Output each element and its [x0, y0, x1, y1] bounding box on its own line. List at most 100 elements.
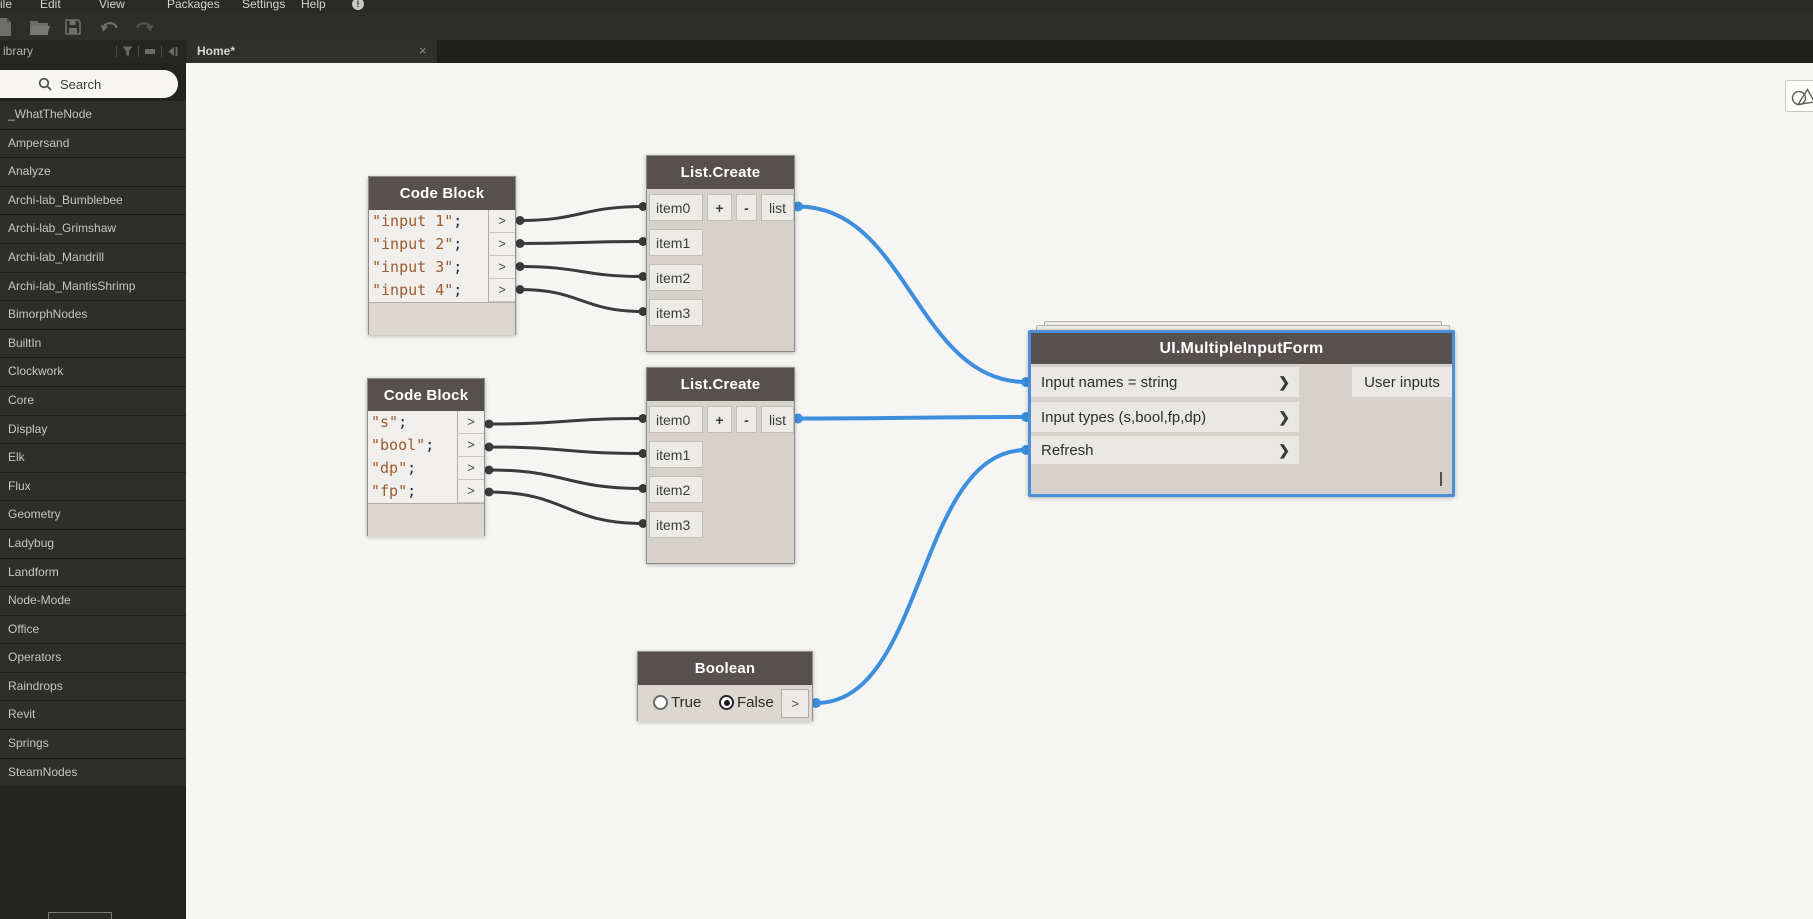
port-dot[interactable] — [638, 414, 648, 423]
code-line[interactable]: "input 4"; — [369, 279, 488, 302]
library-item[interactable]: Archi-lab_MantisShrimp — [0, 272, 186, 302]
library-item[interactable]: Clockwork — [0, 358, 186, 387]
output-port[interactable]: > — [781, 689, 809, 718]
wire[interactable] — [519, 205, 644, 222]
library-item[interactable]: Analyze — [0, 158, 186, 187]
redo-icon[interactable] — [133, 17, 155, 37]
wire[interactable] — [488, 490, 644, 525]
library-item[interactable]: Revit — [0, 701, 186, 731]
node-boolean[interactable]: Boolean True False > — [637, 651, 813, 722]
menu-view[interactable]: View — [99, 0, 125, 11]
library-item[interactable]: Raindrops — [0, 672, 186, 702]
radio-true-label[interactable]: True — [671, 694, 702, 711]
output-port[interactable]: > — [488, 279, 515, 302]
output-port[interactable]: > — [457, 434, 484, 457]
add-input-button[interactable]: + — [707, 194, 732, 221]
code-line[interactable]: "input 1"; — [369, 210, 488, 233]
port-dot[interactable] — [515, 262, 525, 271]
radio-true[interactable] — [653, 695, 668, 710]
input-port-item3[interactable]: item3 — [649, 299, 703, 326]
menu-edit[interactable]: Edit — [40, 0, 61, 11]
library-item[interactable]: Landform — [0, 558, 186, 588]
output-port-list[interactable]: list — [761, 406, 794, 433]
menu-help[interactable]: Help — [301, 0, 326, 11]
node-title[interactable]: Code Block — [369, 177, 515, 210]
wire-blue[interactable] — [797, 415, 1027, 421]
library-item[interactable]: Geometry — [0, 501, 186, 530]
node-title[interactable]: List.Create — [647, 368, 794, 401]
library-item[interactable]: Archi-lab_Mandrill — [0, 243, 186, 273]
input-port-item1[interactable]: item1 — [649, 441, 703, 468]
code-line[interactable]: "s"; — [368, 411, 457, 434]
port-dot[interactable] — [638, 519, 648, 528]
output-port-list[interactable]: list — [761, 194, 794, 221]
library-item[interactable]: Core — [0, 386, 186, 416]
open-folder-icon[interactable] — [28, 17, 50, 37]
code-line[interactable]: "fp"; — [368, 480, 457, 503]
collapse-panel-icon[interactable] — [167, 46, 179, 57]
node-ui-multiple-input-form[interactable]: UI.MultipleInputForm Input names = strin… — [1028, 330, 1455, 497]
input-port-input-types[interactable]: Input types (s,bool,fp,dp) ❯ — [1031, 402, 1299, 432]
code-line[interactable]: "input 3"; — [369, 256, 488, 279]
node-title[interactable]: UI.MultipleInputForm — [1031, 333, 1452, 364]
output-port[interactable]: > — [488, 233, 515, 256]
library-item[interactable]: Node-Mode — [0, 587, 186, 616]
input-port-input-names[interactable]: Input names = string ❯ — [1031, 367, 1299, 397]
port-dot[interactable] — [515, 239, 525, 248]
library-item[interactable]: Elk — [0, 444, 186, 473]
wire[interactable] — [519, 288, 644, 313]
input-port-item2[interactable]: item2 — [649, 476, 703, 503]
node-code-block-1[interactable]: Code Block "input 1"; > "input 2"; > "in… — [368, 176, 516, 335]
code-line[interactable]: "dp"; — [368, 457, 457, 480]
output-port[interactable]: > — [488, 210, 515, 233]
new-file-icon[interactable] — [0, 17, 15, 37]
wire[interactable] — [488, 468, 644, 490]
node-list-create-1[interactable]: List.Create item0 item1 item2 item3 + - … — [646, 155, 795, 352]
layout-icon[interactable] — [144, 46, 156, 57]
library-item[interactable]: Archi-lab_Grimshaw — [0, 215, 186, 244]
wire[interactable] — [519, 265, 644, 278]
library-item[interactable]: SteamNodes — [0, 758, 186, 788]
input-port-item1[interactable]: item1 — [649, 229, 703, 256]
resize-grip[interactable] — [1440, 472, 1442, 486]
tab-close-icon[interactable]: × — [419, 43, 427, 58]
menu-packages[interactable]: Packages — [167, 0, 220, 11]
port-dot[interactable] — [638, 202, 648, 211]
node-title[interactable]: Code Block — [368, 379, 484, 411]
notifications-icon[interactable]: ! — [352, 0, 364, 10]
port-dot[interactable] — [638, 484, 648, 493]
remove-input-button[interactable]: - — [736, 194, 757, 221]
add-input-button[interactable]: + — [707, 406, 732, 433]
output-port-user-inputs[interactable]: User inputs — [1352, 367, 1452, 397]
library-item[interactable]: Springs — [0, 730, 186, 759]
port-dot[interactable] — [638, 272, 648, 281]
code-line[interactable]: "input 2"; — [369, 233, 488, 256]
search-input[interactable] — [58, 75, 126, 93]
undo-icon[interactable] — [99, 17, 121, 37]
input-port-item2[interactable]: item2 — [649, 264, 703, 291]
library-item[interactable]: Operators — [0, 644, 186, 673]
port-dot[interactable] — [515, 216, 525, 225]
library-item[interactable]: Ladybug — [0, 529, 186, 559]
input-port-item0[interactable]: item0 — [649, 194, 703, 221]
port-dot[interactable] — [638, 449, 648, 458]
tab-home[interactable]: Home* × — [187, 40, 437, 63]
port-dot[interactable] — [638, 237, 648, 246]
library-item[interactable]: Office — [0, 615, 186, 645]
radio-false[interactable] — [719, 695, 734, 710]
port-dot-blue[interactable] — [793, 201, 803, 212]
library-item[interactable]: Archi-lab_Bumblebee — [0, 186, 186, 216]
code-line[interactable]: "bool"; — [368, 434, 457, 457]
library-item[interactable]: Flux — [0, 472, 186, 502]
port-dot-blue[interactable] — [811, 698, 821, 708]
node-title[interactable]: Boolean — [638, 652, 812, 685]
node-code-block-2[interactable]: Code Block "s"; > "bool"; > "dp"; > "fp"… — [367, 378, 485, 537]
output-port[interactable]: > — [457, 457, 484, 480]
port-dot[interactable] — [638, 307, 648, 316]
wire-blue[interactable] — [815, 448, 1027, 705]
remove-input-button[interactable]: - — [736, 406, 757, 433]
filter-icon[interactable] — [122, 46, 133, 57]
save-icon[interactable] — [63, 17, 83, 37]
library-item[interactable]: BuiltIn — [0, 329, 186, 359]
radio-false-label[interactable]: False — [737, 694, 774, 711]
